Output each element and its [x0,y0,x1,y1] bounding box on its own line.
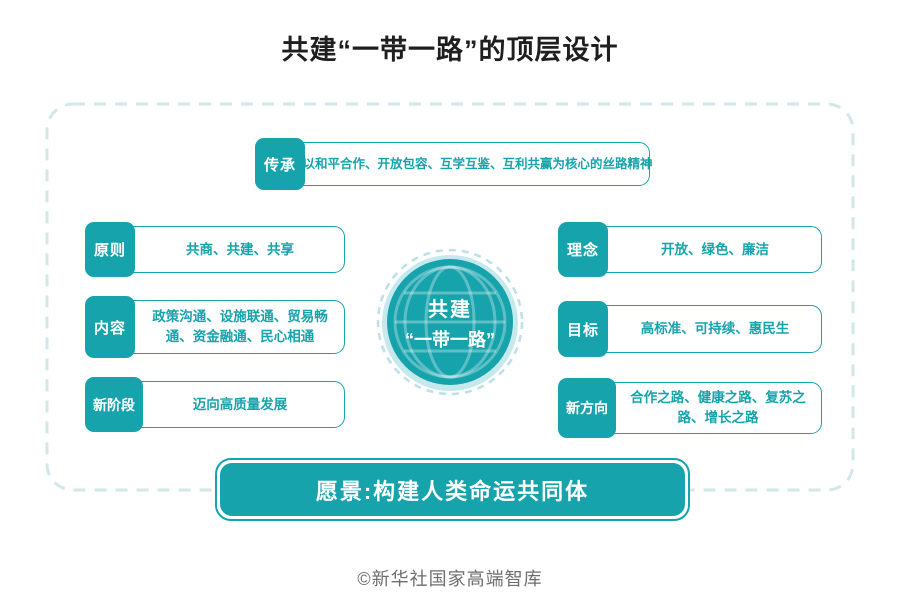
row-heritage: 以和平合作、开放包容、互学互鉴、互利共赢为核心的丝路精神 传承 [255,138,653,190]
row-goals: 高标准、可持续、惠民生 目标 [558,301,822,357]
center-globe-title: 共建 “一带一路” [387,259,513,385]
dashed-frame [45,102,855,492]
page-title: 共建“一带一路”的顶层设计 [281,35,619,65]
row-new-stage: 迈向高质量发展 新阶段 [85,377,345,432]
globe-dashed-ring [376,248,524,396]
footer-credit: ©新华社国家高端智库 [357,569,543,589]
vision-banner: 愿景:构建人类命运共同体 [215,458,690,521]
center-globe: 共建 “一带一路” [376,248,524,396]
row-concept: 开放、绿色、廉洁 理念 [558,222,822,277]
vision-text: 愿景:构建人类命运共同体 [220,463,685,516]
heritage-badge: 传承 [255,138,305,190]
center-globe-line2: “一带一路” [405,329,495,350]
globe-icon [387,259,513,385]
new-stage-badge: 新阶段 [85,377,143,432]
content-badge: 内容 [85,296,135,358]
principles-badge: 原则 [85,222,135,277]
row-principles: 共商、共建、共享 原则 [85,222,345,277]
goals-badge: 目标 [558,301,608,357]
new-direction-badge: 新方向 [558,378,616,438]
concept-badge: 理念 [558,222,608,277]
center-globe-line1: 共建 [428,298,472,321]
row-content: 政策沟通、设施联通、贸易畅通、资金融通、民心相通 内容 [85,296,345,358]
heritage-text: 以和平合作、开放包容、互学互鉴、互利共赢为核心的丝路精神 [259,142,653,186]
row-new-direction: 合作之路、健康之路、复苏之路、增长之路 新方向 [558,378,822,438]
